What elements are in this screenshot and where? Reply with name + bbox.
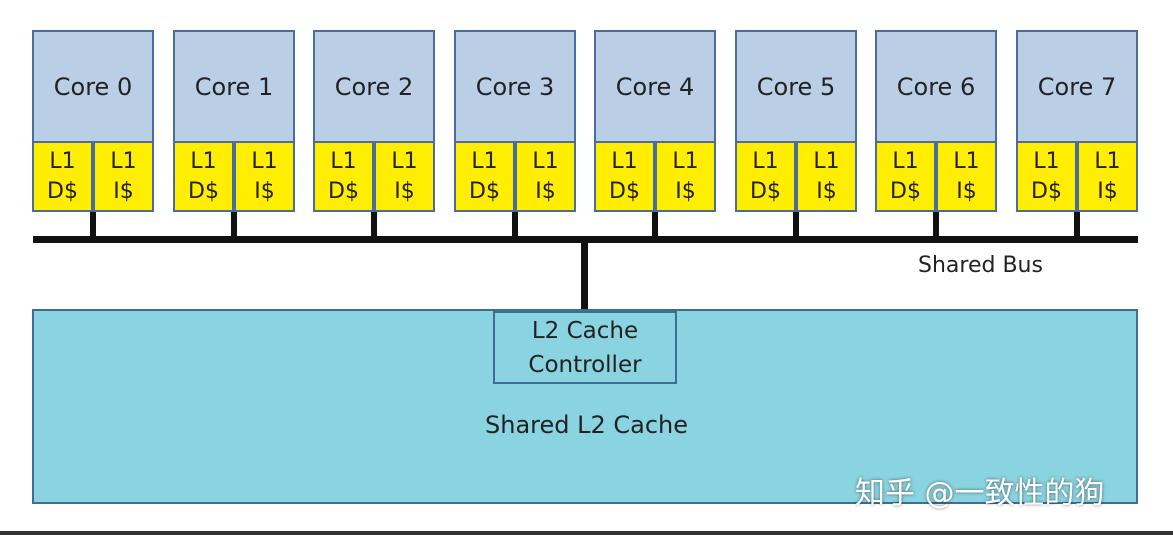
l1-instruction-cache-label-line-1: L1 <box>813 148 840 174</box>
l1-instruction-cache-label-line-2: I$ <box>956 178 977 204</box>
l2-cache-controller-box: L2 Cache Controller <box>493 311 677 384</box>
l1-data-cache-label-line-1: L1 <box>752 148 779 174</box>
l1-instruction-cache-label-line-2: I$ <box>816 178 837 204</box>
core-bus-connector <box>512 212 518 242</box>
l1-data-cache-label-line-1: L1 <box>892 148 919 174</box>
core-label: Core 0 <box>32 30 154 143</box>
l1-data-cache-label-line-1: L1 <box>330 148 357 174</box>
core-label: Core 7 <box>1016 30 1138 143</box>
l1-data-cache-label-line-1: L1 <box>1033 148 1060 174</box>
shared-bus-label: Shared Bus <box>918 253 1043 278</box>
bus-to-l2-connector <box>581 240 588 312</box>
l1-instruction-cache-label-line-2: I$ <box>394 178 415 204</box>
core-bus-connector <box>933 212 939 242</box>
l1-instruction-cache-label-line-2: I$ <box>675 178 696 204</box>
l1-data-cache-label-line-2: D$ <box>609 178 640 204</box>
core-bus-connector <box>793 212 799 242</box>
l1-instruction-cache-label-line-1: L1 <box>251 148 278 174</box>
core-label: Core 5 <box>735 30 857 143</box>
l1-data-cache-label-line-2: D$ <box>750 178 781 204</box>
core-bus-connector <box>371 212 377 242</box>
l2-controller-label-line-2: Controller <box>528 351 642 378</box>
core-bus-connector <box>652 212 658 242</box>
l1-instruction-cache-label-line-2: I$ <box>1097 178 1118 204</box>
core-bus-connector <box>1074 212 1080 242</box>
l1-instruction-cache-label-line-1: L1 <box>672 148 699 174</box>
l1-instruction-cache-label-line-1: L1 <box>110 148 137 174</box>
l1-instruction-cache-label-line-1: L1 <box>953 148 980 174</box>
l1-instruction-cache-label-line-2: I$ <box>254 178 275 204</box>
core-label: Core 6 <box>875 30 997 143</box>
watermark: 知乎 @一致性的狗 <box>855 476 1105 511</box>
l1-data-cache-label-line-2: D$ <box>328 178 359 204</box>
l1-data-cache-label-line-1: L1 <box>190 148 217 174</box>
core-label: Core 1 <box>173 30 295 143</box>
core-bus-connector <box>231 212 237 242</box>
l2-controller-label-line-1: L2 Cache <box>531 317 639 344</box>
shared-bus-line <box>33 236 1138 243</box>
l1-data-cache-label-line-1: L1 <box>611 148 638 174</box>
l1-data-cache-label-line-2: D$ <box>1031 178 1062 204</box>
core-label: Core 4 <box>594 30 716 143</box>
l1-data-cache-label-line-2: D$ <box>890 178 921 204</box>
core-label: Core 3 <box>454 30 576 143</box>
l1-data-cache-label-line-2: D$ <box>188 178 219 204</box>
shared-l2-cache-label: Shared L2 Cache <box>485 411 689 439</box>
l1-instruction-cache-label-line-1: L1 <box>391 148 418 174</box>
l1-data-cache-label-line-1: L1 <box>49 148 76 174</box>
l1-instruction-cache-label-line-1: L1 <box>1094 148 1121 174</box>
l1-instruction-cache-label-line-1: L1 <box>532 148 559 174</box>
core-label: Core 2 <box>313 30 435 143</box>
l1-data-cache-label-line-2: D$ <box>469 178 500 204</box>
bottom-divider <box>0 531 1173 535</box>
l1-data-cache-label-line-1: L1 <box>471 148 498 174</box>
l1-instruction-cache-label-line-2: I$ <box>535 178 556 204</box>
core-bus-connector <box>90 212 96 242</box>
l1-instruction-cache-label-line-2: I$ <box>113 178 134 204</box>
l1-data-cache-label-line-2: D$ <box>47 178 78 204</box>
